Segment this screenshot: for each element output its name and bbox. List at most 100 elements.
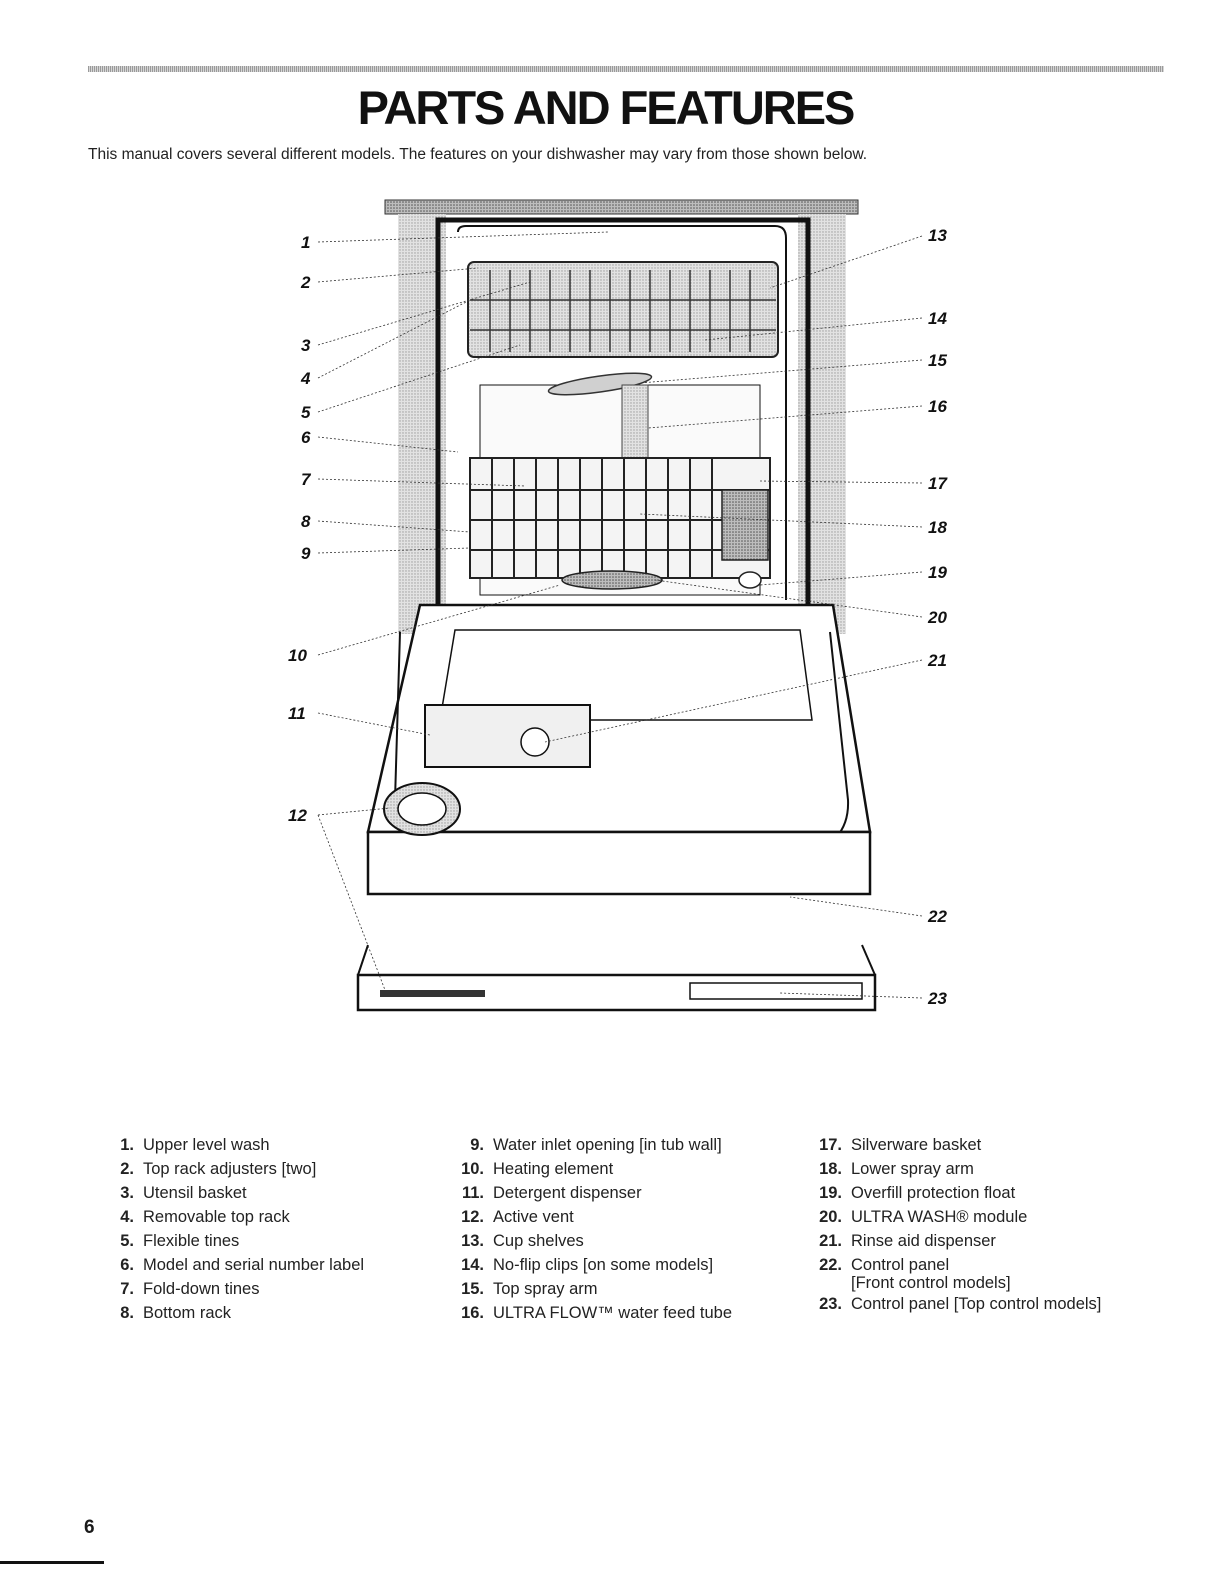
- callout-22: 22: [927, 907, 947, 926]
- legend-num: 15.: [461, 1280, 484, 1298]
- legend-num: 11.: [461, 1184, 484, 1202]
- callout-3: 3: [301, 336, 311, 355]
- callout-18: 18: [928, 518, 947, 537]
- legend-label: Control panel [Front control models]: [851, 1256, 1011, 1292]
- legend-item: 13. Cup shelves: [450, 1229, 732, 1253]
- legend-column-2: 9. Water inlet opening [in tub wall] 10.H…: [450, 1133, 732, 1325]
- legend-label: Top rack adjusters [two]: [143, 1160, 317, 1178]
- page-number: 6: [84, 1517, 95, 1538]
- legend-label: No-flip clips [on some models]: [493, 1256, 714, 1274]
- legend-label: Rinse aid dispenser: [851, 1232, 996, 1250]
- legend-label: Top spray arm: [493, 1280, 598, 1298]
- callout-4: 4: [300, 369, 311, 388]
- legend-item: 16. ULTRA FLOW™ water feed tube: [450, 1301, 732, 1325]
- legend-num: 10.: [461, 1160, 484, 1178]
- legend-item: 9. Water inlet opening [in tub wall]: [450, 1133, 732, 1157]
- callout-8: 8: [301, 512, 311, 531]
- legend-num: 16.: [461, 1304, 484, 1322]
- callout-13: 13: [928, 226, 947, 245]
- legend-label: Removable top rack: [143, 1208, 290, 1226]
- legend-label: Overfill protection float: [851, 1184, 1016, 1202]
- legend-num: 7.: [120, 1280, 134, 1298]
- legend-num: 5.: [120, 1232, 134, 1250]
- legend-item: 5. Flexible tines: [100, 1229, 364, 1253]
- legend-label: Utensil basket: [143, 1184, 247, 1202]
- door: [366, 603, 872, 896]
- legend-item: 8. Bottom rack: [100, 1301, 364, 1325]
- callout-9: 9: [301, 544, 311, 563]
- legend-item: 23. Control panel [Top control models]: [808, 1292, 1101, 1316]
- legend-label: Model and serial number label: [143, 1256, 365, 1274]
- callout-21: 21: [927, 651, 947, 670]
- legend-num: 1.: [120, 1136, 134, 1154]
- legend-num: 4.: [120, 1208, 134, 1226]
- legend-num: 9.: [470, 1136, 484, 1154]
- legend-num: 12.: [461, 1208, 484, 1226]
- legend-item: 14. No-flip clips [on some models]: [450, 1253, 732, 1277]
- legend-label: Active vent: [493, 1208, 574, 1226]
- legend-item: 6.Model and serial number label: [100, 1253, 364, 1277]
- legend-item: 3. Utensil basket: [100, 1181, 364, 1205]
- header-rule: [88, 66, 1164, 72]
- legend-label: Lower spray arm: [851, 1160, 974, 1178]
- legend-item: 21. Rinse aid dispenser: [808, 1229, 1101, 1253]
- legend-label: Water inlet opening [in tub wall]: [493, 1136, 722, 1154]
- legend-item: 10.Heating element: [450, 1157, 732, 1181]
- legend-item: 22. Control panel [Front control models]: [808, 1253, 1101, 1292]
- legend-num: 3.: [120, 1184, 134, 1202]
- legend-num: 8.: [120, 1304, 134, 1322]
- callout-15: 15: [928, 351, 947, 370]
- callout-19: 19: [928, 563, 947, 582]
- legend-num: 17.: [819, 1136, 842, 1154]
- legend-label: Control panel [Top control models]: [851, 1295, 1102, 1313]
- legend-item: 1. Upper level wash: [100, 1133, 364, 1157]
- legend-num: 20.: [819, 1208, 842, 1226]
- callout-5: 5: [301, 403, 311, 422]
- legend-num: 23.: [819, 1295, 842, 1313]
- legend-item: 4. Removable top rack: [100, 1205, 364, 1229]
- legend-item: 19. Overfill protection float: [808, 1181, 1101, 1205]
- callout-14: 14: [928, 309, 947, 328]
- legend-item: 17. Silverware basket: [808, 1133, 1101, 1157]
- legend-item: 12. Active vent: [450, 1205, 732, 1229]
- legend-label: Upper level wash: [143, 1136, 270, 1154]
- legend-num: 21.: [819, 1232, 842, 1250]
- callout-10: 10: [288, 646, 307, 665]
- callout-7: 7: [301, 470, 312, 489]
- callout-12: 12: [288, 806, 307, 825]
- legend-item: 20. ULTRA WASH® module: [808, 1205, 1101, 1229]
- legend-label: Cup shelves: [493, 1232, 584, 1250]
- legend-num: 18.: [819, 1160, 842, 1178]
- callout-6: 6: [301, 428, 311, 447]
- intro-text: This manual covers several different mod…: [88, 146, 868, 163]
- legend-item: 15. Top spray arm: [450, 1277, 732, 1301]
- legend-num: 22.: [819, 1256, 842, 1274]
- legend-item: 2. Top rack adjusters [two]: [100, 1157, 364, 1181]
- legend-item: 11. Detergent dispenser: [450, 1181, 732, 1205]
- legend-label: Silverware basket: [851, 1136, 982, 1154]
- legend-item: 18. Lower spray arm: [808, 1157, 1101, 1181]
- callout-2: 2: [300, 273, 311, 292]
- page-title: PARTS AND FEATURES: [357, 81, 856, 134]
- top-rack: [467, 261, 779, 466]
- legend-label: Bottom rack: [143, 1304, 232, 1322]
- legend-label: Detergent dispenser: [493, 1184, 642, 1202]
- legend-num: 14.: [461, 1256, 484, 1274]
- legend-label: ULTRA FLOW™ water feed tube: [493, 1304, 733, 1322]
- callout-23: 23: [927, 989, 947, 1008]
- legend-label: ULTRA WASH® module: [851, 1208, 1028, 1226]
- legend-column-1: 1. Upper level wash 2. Top rack adjusters …: [100, 1133, 364, 1325]
- legend-label: Fold-down tines: [143, 1280, 260, 1298]
- leader-lines: [317, 231, 923, 999]
- top-control-panel: [356, 944, 877, 1012]
- legend-item: 7. Fold-down tines: [100, 1277, 364, 1301]
- legend-label: Flexible tines: [143, 1232, 240, 1250]
- callout-11: 11: [288, 704, 306, 723]
- footer-rule: [0, 1561, 104, 1564]
- legend-num: 13.: [461, 1232, 484, 1250]
- legend-num: 2.: [120, 1160, 134, 1178]
- legend-num: 19.: [819, 1184, 842, 1202]
- callout-20: 20: [927, 608, 947, 627]
- bottom-rack: [469, 457, 771, 590]
